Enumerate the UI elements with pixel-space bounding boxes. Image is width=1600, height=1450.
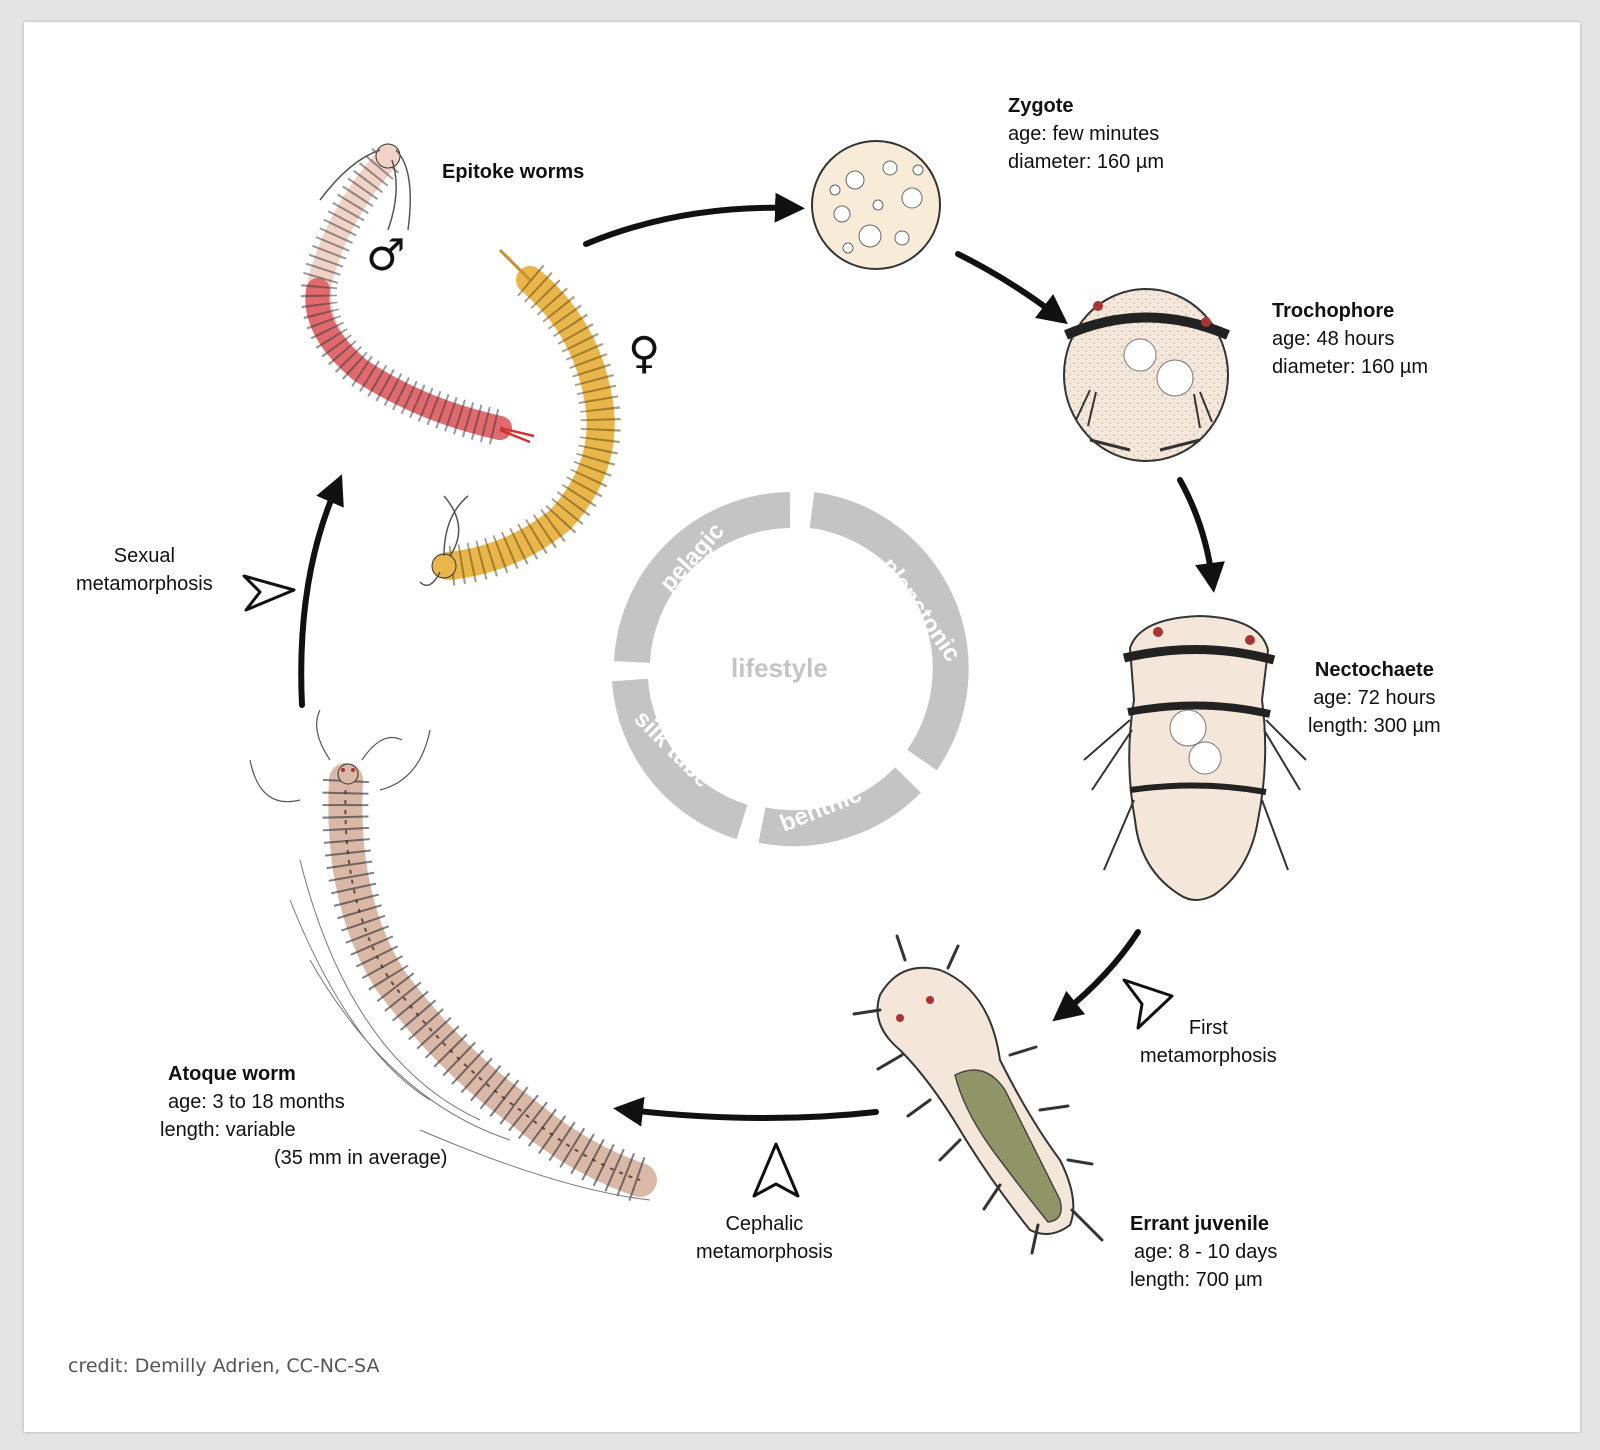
sexual-metamorphosis-marker [242,574,296,612]
nectochaete-age: age: 72 hours [1313,687,1436,709]
zygote-title: Zygote [1008,95,1074,117]
ring-segment-pelagic [614,492,791,664]
arrow-trochophore-to-nectochaete [1177,477,1225,593]
epitoke-title: Epitoke worms [442,161,585,183]
trochophore-label: Trochophore age: 48 hours diameter: 160 … [1272,297,1428,381]
zygote-illustration [811,140,941,270]
zygote-size: diameter: 160 µm [1008,151,1165,173]
ring-segment-silk-tube [612,678,748,840]
cycle-arrows [298,192,1225,1127]
trochophore-title: Trochophore [1272,300,1395,322]
diagram-frame: pelagic planctonic benthic silk tube lif… [24,22,1580,1432]
first-metamorphosis-label: First metamorphosis [1140,1014,1277,1070]
zygote-label: Zygote age: few minutes diameter: 160 µm [1008,92,1164,176]
life-cycle-artwork: pelagic planctonic benthic silk tube lif… [242,140,1307,1255]
first-metamorphosis-marker [1122,978,1174,1030]
nectochaete-title: Nectochaete [1314,659,1434,681]
first-metamorphosis-line-1: First [1188,1017,1228,1039]
ring-segment-planctonic [809,492,969,771]
arrow-errant-to-atoque [613,1096,879,1127]
atoque-age: age: 3 to 18 months [168,1091,345,1113]
epitoke-female-illustration [419,248,621,587]
arrow-epitoke-to-zygote [583,192,805,247]
cephalic-metamorphosis-line-2: metamorphosis [696,1241,833,1263]
nectochaete-label: Nectochaete age: 72 hours length: 300 µm [1308,656,1441,740]
cephalic-metamorphosis-marker [752,1142,800,1198]
female-symbol: ♀ [628,328,661,379]
sexual-metamorphosis-line-2: metamorphosis [76,573,213,595]
atoque-title: Atoque worm [168,1063,296,1085]
nectochaete-illustration [1083,614,1307,901]
nectochaete-size: length: 300 µm [1308,715,1441,737]
cephalic-metamorphosis-line-1: Cephalic [725,1213,804,1235]
trochophore-illustration [1063,288,1230,462]
arrow-zygote-to-trochophore [955,251,1068,325]
epitoke-male-illustration [300,143,535,446]
atoque-size: length: variable [160,1119,296,1141]
errant-juvenile-illustration [852,934,1104,1255]
trochophore-age: age: 48 hours [1272,328,1395,350]
errant-size: length: 700 µm [1130,1269,1263,1291]
sexual-metamorphosis-line-1: Sexual [113,545,175,567]
epitoke-label: Epitoke worms [442,158,584,186]
center-label: lifestyle [731,653,828,683]
errant-title: Errant juvenile [1130,1213,1269,1235]
first-metamorphosis-line-2: metamorphosis [1140,1045,1277,1067]
ring-segment-benthic [758,767,921,847]
atoque-note: (35 mm in average) [274,1147,448,1169]
errant-juvenile-label: Errant juvenile age: 8 - 10 days length:… [1130,1210,1277,1294]
trochophore-size: diameter: 160 µm [1272,356,1429,378]
credit-text: credit: Demilly Adrien, CC-NC-SA [68,1355,380,1377]
errant-age: age: 8 - 10 days [1134,1241,1278,1263]
arrow-atoque-to-epitoke [298,474,344,708]
male-symbol: ♂ [366,230,406,281]
sexual-metamorphosis-label: Sexual metamorphosis [76,542,213,598]
cephalic-metamorphosis-label: Cephalic metamorphosis [696,1210,833,1266]
atoque-worm-illustration [249,709,657,1202]
arrow-nectochaete-to-errant [1052,929,1141,1022]
atoque-worm-label: Atoque worm age: 3 to 18 months length: … [160,1060,447,1172]
zygote-age: age: few minutes [1008,123,1160,145]
lifestyle-ring: pelagic planctonic benthic silk tube lif… [612,492,969,847]
